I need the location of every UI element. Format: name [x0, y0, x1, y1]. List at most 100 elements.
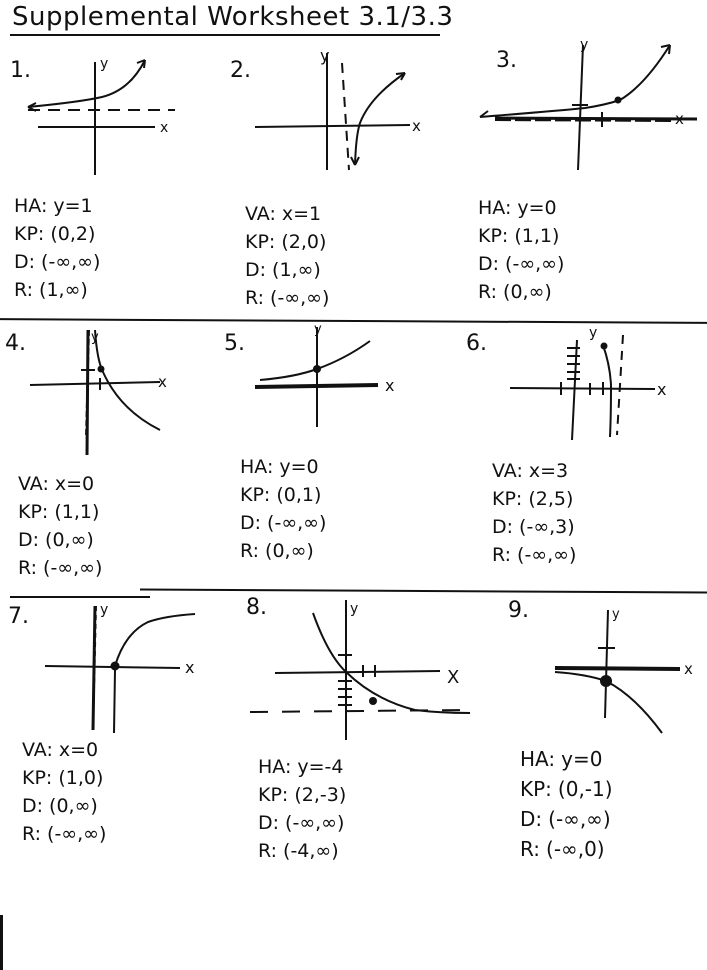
svg-text:x: x [675, 110, 684, 128]
problem-6: 6. y x VA:x=3 KP:(2,5) D:(-∞,3) R:(-∞,∞) [460, 325, 707, 590]
range-value: (-∞,∞) [517, 544, 577, 566]
svg-text:x: x [657, 380, 666, 399]
graph-7: y x [40, 598, 210, 738]
exponential-reflected-graph-icon: y x [554, 607, 693, 734]
asymptote-label: VA: [22, 739, 53, 761]
domain-label: D: [492, 516, 514, 538]
asymptote-label: HA: [14, 195, 48, 217]
domain-label: D: [258, 812, 280, 834]
key-point-label: KP: [14, 223, 45, 245]
graph-1: y x [20, 50, 190, 180]
svg-text:y: y [314, 322, 322, 337]
asymptote-value: y=0 [279, 456, 319, 478]
problem-number: 4. [5, 331, 26, 356]
key-point-value: (0,-1) [557, 777, 613, 801]
domain-label: D: [18, 529, 40, 551]
key-point-value: (1,1) [514, 225, 560, 247]
problem-number: 9. [508, 598, 529, 623]
key-point-value: (0,1) [276, 484, 322, 506]
domain-value: (-∞,∞) [548, 807, 611, 831]
key-point-value: (0,2) [50, 223, 96, 245]
problem-6-answers: VA:x=3 KP:(2,5) D:(-∞,3) R:(-∞,∞) [492, 457, 576, 569]
problem-7: 7. y x VA:x=0 KP:(1,0) D:(0,∞) R:(-∞,∞) [0, 598, 230, 868]
domain-value: (0,∞) [45, 529, 94, 551]
logarithmic-growth-graph-icon: y x [254, 46, 421, 171]
range-value: (0,∞) [265, 540, 314, 562]
problem-9-answers: HA:y=0 KP:(0,-1) D:(-∞,∞) R:(-∞,0) [520, 744, 613, 864]
problem-8: 8. y X HA:y=-4 KP:(2,-3) D:(-∞,∞) R:(-4,… [230, 595, 471, 885]
key-point-label: KP: [18, 501, 49, 523]
svg-text:y: y [589, 325, 597, 341]
problem-number: 2. [230, 58, 251, 83]
problem-7-answers: VA:x=0 KP:(1,0) D:(0,∞) R:(-∞,∞) [22, 736, 106, 848]
key-point-value: (2,5) [528, 488, 574, 510]
logarithmic-reflected-graph-icon: y x [509, 325, 666, 441]
exponential-decay-graph-icon: y X [249, 600, 471, 740]
svg-text:X: X [447, 667, 459, 688]
svg-text:x: x [684, 660, 693, 678]
problem-1-answers: HA:y=1 KP:(0,2) D:(-∞,∞) R:(1,∞) [14, 192, 100, 304]
problem-number: 7. [8, 604, 29, 629]
range-value: (-∞,∞) [270, 287, 330, 309]
range-value: (-∞,0) [546, 837, 605, 861]
range-label: R: [492, 544, 512, 566]
svg-text:x: x [185, 658, 194, 677]
svg-text:y: y [580, 37, 588, 53]
problem-number: 5. [224, 331, 245, 356]
domain-label: D: [478, 253, 500, 275]
svg-text:y: y [350, 601, 358, 617]
asymptote-label: HA: [240, 456, 274, 478]
domain-value: (0,∞) [49, 795, 98, 817]
asymptote-value: x=0 [54, 473, 95, 495]
svg-text:y: y [612, 607, 620, 622]
title-underline [10, 34, 440, 36]
range-value: (-∞,∞) [43, 557, 103, 579]
svg-text:y: y [320, 46, 329, 65]
range-label: R: [22, 823, 42, 845]
key-point-label: KP: [258, 784, 289, 806]
graph-9: y x [550, 598, 700, 748]
range-label: R: [18, 557, 38, 579]
exponential-growth-graph-icon: y x [479, 37, 698, 171]
page-edge-mark [0, 915, 3, 970]
key-point-label: KP: [478, 225, 509, 247]
key-point-value: (1,1) [54, 501, 100, 523]
key-point-label: KP: [520, 777, 552, 801]
domain-value: (1,∞) [272, 259, 321, 281]
problem-2: 2. y x VA:x=1 KP:(2,0) D:(1,∞) R:(-∞,∞) [225, 40, 460, 320]
problem-1: 1. y x HA:y=1 KP:(0,2) D:(-∞,∞) R:(1,∞) [0, 40, 230, 320]
problem-4: 4. y x VA:x=0 KP:(1,1) D:(0,∞) R:(-∞,∞) [0, 325, 230, 590]
domain-value: (-∞,∞) [267, 512, 327, 534]
key-point-label: KP: [245, 231, 276, 253]
key-point-value: (2,0) [281, 231, 327, 253]
domain-label: D: [245, 259, 267, 281]
range-label: R: [240, 540, 260, 562]
range-label: R: [478, 281, 498, 303]
problem-5: 5. y x HA:y=0 KP:(0,1) D:(-∞,∞) R:(0,∞) [220, 322, 460, 590]
problem-9: 9. y x HA:y=0 KP:(0,-1) D:(-∞,∞) R:(-∞,0… [470, 598, 707, 888]
svg-text:x: x [160, 120, 168, 136]
problem-2-answers: VA:x=1 KP:(2,0) D:(1,∞) R:(-∞,∞) [245, 200, 329, 312]
range-label: R: [245, 287, 265, 309]
asymptote-label: VA: [18, 473, 49, 495]
domain-value: (-∞,∞) [285, 812, 345, 834]
worksheet-title: Supplemental Worksheet 3.1/3.3 [12, 2, 454, 32]
graph-4: y x [25, 325, 175, 465]
problem-5-answers: HA:y=0 KP:(0,1) D:(-∞,∞) R:(0,∞) [240, 453, 326, 565]
problem-4-answers: VA:x=0 KP:(1,1) D:(0,∞) R:(-∞,∞) [18, 470, 102, 582]
key-point-value: (2,-3) [294, 784, 347, 806]
range-value: (1,∞) [39, 279, 88, 301]
asymptote-label: VA: [492, 460, 523, 482]
exponential-growth-graph-icon: y x [27, 56, 175, 175]
range-label: R: [520, 837, 541, 861]
asymptote-label: HA: [258, 756, 292, 778]
svg-text:y: y [100, 602, 108, 618]
problem-3-answers: HA:y=0 KP:(1,1) D:(-∞,∞) R:(0,∞) [478, 194, 564, 306]
range-value: (0,∞) [503, 281, 552, 303]
logarithmic-growth-graph-icon: y x [44, 602, 196, 734]
key-point-label: KP: [22, 767, 53, 789]
svg-text:x: x [385, 376, 394, 395]
asymptote-label: HA: [478, 197, 512, 219]
logarithmic-decay-graph-icon: y x [29, 329, 167, 456]
exponential-growth-graph-icon: y x [254, 322, 394, 427]
